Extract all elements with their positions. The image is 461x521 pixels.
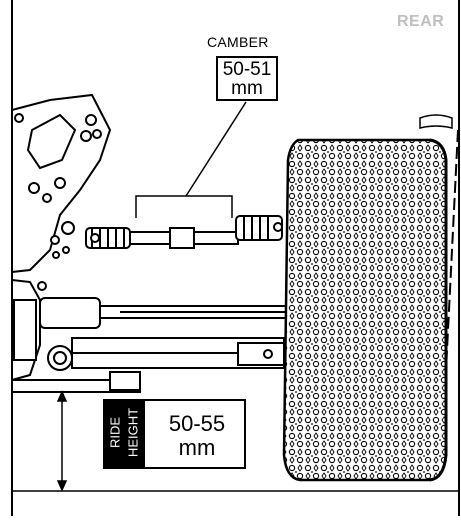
camber-unit: mm (231, 78, 263, 99)
camber-title: CAMBER (207, 34, 269, 50)
camber-link (85, 215, 283, 249)
rear-label: REAR (397, 13, 445, 30)
ride-height-side-tab: RIDE HEIGHT (105, 401, 145, 467)
ride-height-value-box: RIDE HEIGHT 50-55 mm (103, 399, 246, 469)
ride-height-value: 50-55 (168, 411, 226, 436)
ride-height-unit: mm (178, 435, 216, 460)
rear-tire (282, 114, 459, 482)
chassis-side (11, 278, 141, 393)
ride-height-side-word2: HEIGHT (125, 407, 141, 458)
camber-value-box: 50-51 mm (216, 56, 278, 101)
camber-value: 50-51 (222, 59, 272, 80)
ride-height-dimension (56, 390, 68, 492)
ride-height-side-word1: RIDE (107, 416, 123, 449)
lower-arm (39, 297, 291, 391)
camber-dimension (135, 101, 247, 218)
shock-tower (11, 93, 112, 291)
